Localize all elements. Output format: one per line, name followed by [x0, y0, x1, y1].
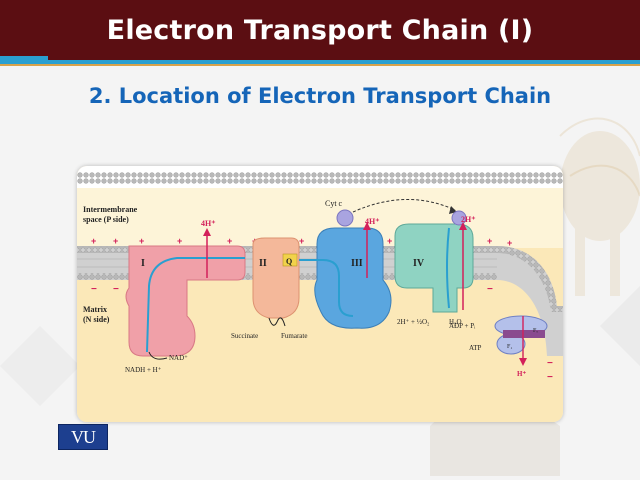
vu-logo: VU: [58, 424, 108, 450]
complex-iv: IV 2H⁺ 2H⁺ + ½O₂ H₂O: [394, 210, 475, 326]
svg-text:−: −: [487, 284, 493, 295]
svg-text:+: +: [387, 236, 392, 246]
water-label: H₂O: [449, 318, 462, 326]
svg-text:+: +: [507, 238, 512, 248]
fumarate-label: Fumarate: [281, 332, 307, 340]
ubiquinone: Q: [282, 253, 298, 267]
svg-text:+: +: [139, 236, 144, 246]
quinone-label: Q: [286, 257, 292, 266]
accent-stripe-blue: [0, 60, 640, 64]
nad-plus-label: NAD⁺: [169, 354, 188, 362]
svg-text:−: −: [547, 372, 553, 383]
vu-logo-text: VU: [71, 426, 96, 447]
complex-ii-label: II: [259, 258, 267, 269]
complex-iii-label: III: [351, 258, 363, 269]
succinate-label: Succinate: [231, 332, 258, 340]
adp-label: ADP + Pᵢ: [449, 322, 476, 330]
cyt-c-label: Cyt c: [325, 199, 343, 208]
etc-diagram: +++ +++ +++ +++ −−− −−− −−− Intermembran…: [77, 166, 563, 422]
slide-subtitle: 2. Location of Electron Transport Chain: [88, 84, 552, 108]
fo-label: Fₒ: [533, 328, 538, 334]
intermembrane-label-line2: space (P side): [83, 215, 129, 224]
accent-stripe-short: [0, 56, 48, 61]
oxygen-reaction-label: 2H⁺ + ½O₂: [397, 318, 430, 326]
matrix-label-line2: (N side): [83, 315, 110, 324]
complex-iii: III 4H⁺: [299, 217, 392, 329]
svg-text:−: −: [547, 358, 553, 369]
intermembrane-label-line1: Intermembrane: [83, 205, 138, 214]
complex-iii-protons: 4H⁺: [365, 217, 379, 226]
matrix-label-line1: Matrix: [83, 305, 107, 314]
accent-stripe-gold: [0, 64, 640, 66]
outer-membrane-heads: [77, 172, 563, 184]
synthase-proton-label: H⁺: [517, 370, 526, 378]
svg-text:−: −: [91, 284, 97, 295]
slide-title: Electron Transport Chain (I): [106, 14, 534, 46]
complex-iv-protons: 2H⁺: [461, 215, 475, 224]
f1-label: F₁: [507, 344, 512, 350]
slide-title-bar: Electron Transport Chain (I): [0, 0, 640, 60]
svg-text:−: −: [113, 284, 119, 295]
svg-text:+: +: [299, 236, 304, 246]
complex-iv-label: IV: [413, 258, 425, 269]
complex-i-electron-path: [146, 257, 245, 353]
complex-i-label: I: [141, 258, 145, 269]
atp-label: ATP: [469, 344, 482, 352]
svg-text:+: +: [487, 236, 492, 246]
svg-text:+: +: [91, 236, 96, 246]
svg-text:+: +: [113, 236, 118, 246]
complex-i: I 4H⁺: [125, 219, 246, 357]
svg-text:+: +: [227, 236, 232, 246]
complex-i-protons: 4H⁺: [201, 219, 215, 228]
svg-text:+: +: [177, 236, 182, 246]
nadh-label: NADH + H⁺: [125, 366, 162, 374]
atp-synthase: Fₒ F₁ H⁺ ADP + Pᵢ ATP: [449, 315, 548, 378]
etc-diagram-svg: +++ +++ +++ +++ −−− −−− −−− Intermembran…: [77, 166, 563, 422]
